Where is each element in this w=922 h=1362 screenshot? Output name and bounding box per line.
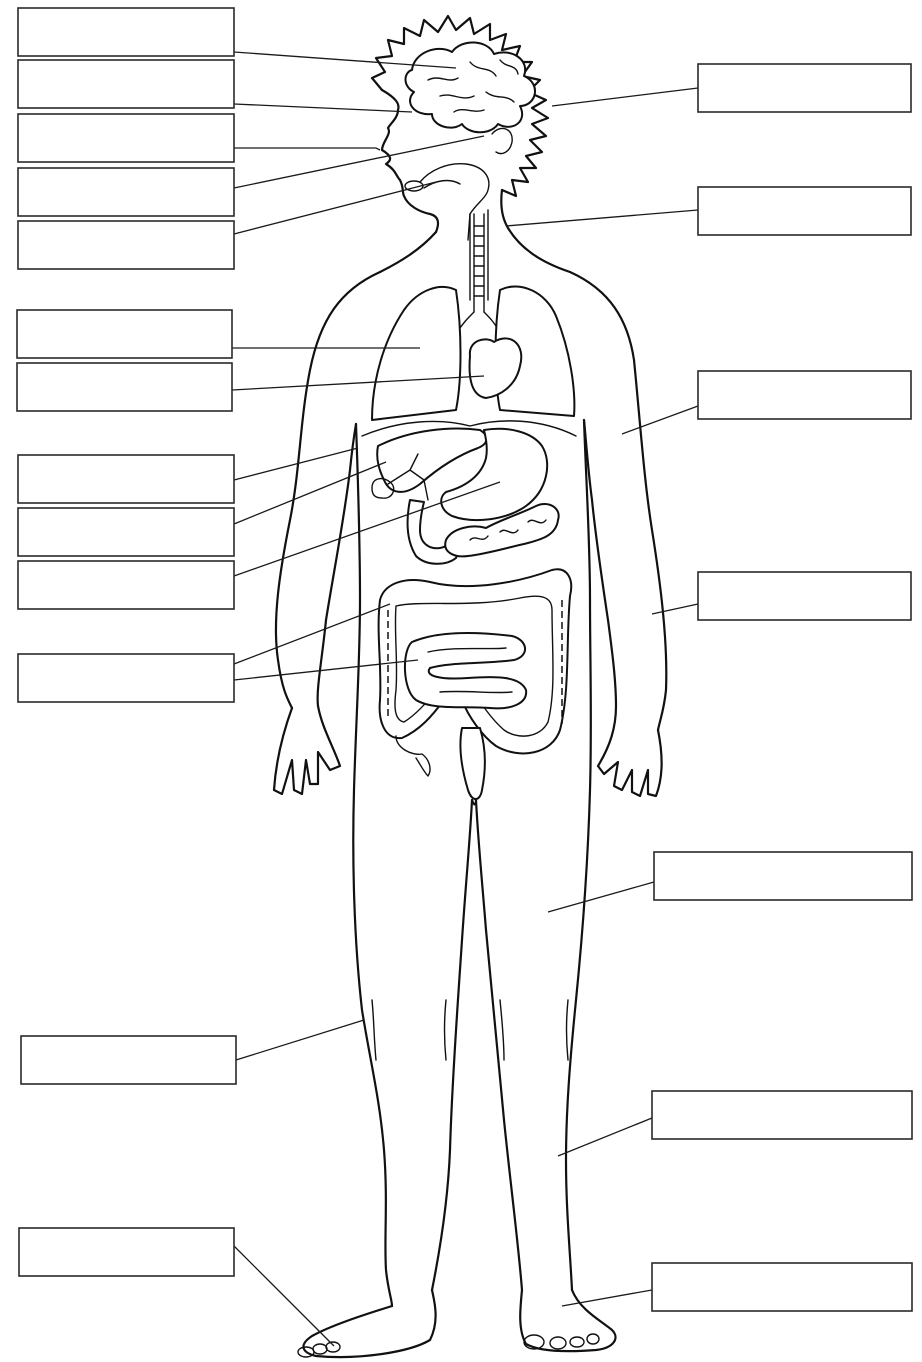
left-knee-mark bbox=[372, 1000, 376, 1060]
label-box[interactable] bbox=[18, 114, 234, 162]
leader-left-3 bbox=[234, 148, 380, 150]
crotch bbox=[472, 800, 476, 805]
right-knee-mark-2 bbox=[567, 1000, 569, 1060]
leader-right-2 bbox=[506, 210, 698, 226]
right-arm-outer bbox=[570, 272, 666, 730]
label-box[interactable] bbox=[17, 310, 232, 358]
label-box[interactable] bbox=[652, 1263, 912, 1311]
leader-right-5 bbox=[548, 882, 654, 912]
leader-right-3 bbox=[622, 406, 698, 434]
right-toe-3 bbox=[570, 1337, 584, 1347]
left-lung bbox=[372, 287, 461, 420]
right-toe-2 bbox=[550, 1337, 566, 1349]
trachea-rings bbox=[474, 226, 484, 296]
label-box[interactable] bbox=[18, 654, 234, 702]
rectum bbox=[460, 728, 484, 799]
leader-right-4 bbox=[652, 604, 698, 614]
label-box[interactable] bbox=[18, 508, 234, 556]
left-knee-mark-2 bbox=[445, 1000, 447, 1060]
brain bbox=[406, 42, 536, 132]
leader-left-14 bbox=[234, 1246, 334, 1346]
label-box[interactable] bbox=[698, 572, 911, 620]
left-toe-2 bbox=[313, 1344, 327, 1354]
leader-right-1 bbox=[552, 88, 698, 106]
leader-left-5 bbox=[234, 182, 436, 234]
throat bbox=[420, 164, 489, 240]
label-box[interactable] bbox=[18, 455, 234, 503]
left-arm-inner bbox=[326, 424, 356, 620]
trachea bbox=[474, 214, 484, 312]
leader-left-11 bbox=[234, 604, 390, 664]
neck-back bbox=[501, 190, 570, 272]
bronchi bbox=[456, 312, 500, 334]
label-box[interactable] bbox=[18, 561, 234, 609]
right-hand bbox=[598, 620, 662, 796]
label-boxes-right bbox=[652, 64, 912, 1311]
label-box[interactable] bbox=[698, 64, 911, 112]
ear bbox=[492, 128, 512, 153]
label-box[interactable] bbox=[19, 1228, 234, 1276]
label-box[interactable] bbox=[698, 187, 911, 235]
label-box[interactable] bbox=[652, 1091, 912, 1139]
right-knee-mark bbox=[500, 1000, 504, 1060]
right-inner-leg bbox=[476, 800, 522, 1290]
label-box[interactable] bbox=[18, 168, 234, 216]
left-foot bbox=[303, 1290, 435, 1357]
label-box[interactable] bbox=[18, 8, 234, 56]
neck-front bbox=[380, 232, 436, 272]
left-toe-3 bbox=[326, 1342, 340, 1352]
left-hand bbox=[274, 620, 340, 794]
appendix bbox=[396, 736, 430, 776]
label-box[interactable] bbox=[698, 371, 911, 419]
organs bbox=[362, 42, 576, 799]
left-torso-leg bbox=[353, 424, 392, 1306]
left-inner-leg bbox=[432, 800, 472, 1290]
right-toe-4 bbox=[587, 1334, 599, 1344]
label-box[interactable] bbox=[17, 363, 232, 411]
leader-left-2 bbox=[234, 104, 412, 112]
leader-left-9 bbox=[234, 462, 386, 524]
left-arm-outer bbox=[276, 272, 380, 708]
right-torso-leg bbox=[566, 420, 591, 1290]
leader-left-13 bbox=[236, 1020, 364, 1060]
label-box[interactable] bbox=[654, 852, 912, 900]
label-box[interactable] bbox=[21, 1036, 236, 1084]
label-box[interactable] bbox=[18, 60, 234, 108]
leader-right-6 bbox=[558, 1118, 652, 1156]
label-box[interactable] bbox=[18, 221, 234, 269]
label-boxes-left bbox=[17, 8, 236, 1276]
